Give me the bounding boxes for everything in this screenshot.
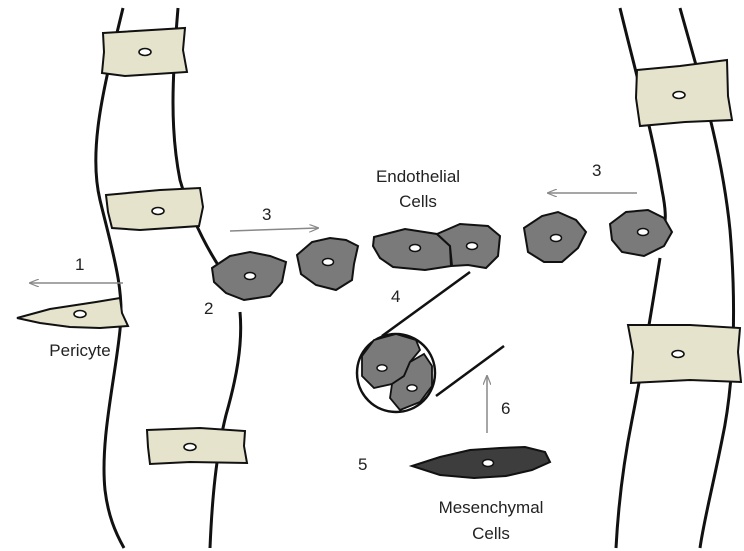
pericyte-left-top [102, 28, 187, 76]
tube-lower-line [436, 346, 504, 396]
mesenchymal-cell [412, 447, 550, 478]
step-number-4: 4 [391, 287, 400, 306]
step-number-5: 5 [358, 455, 367, 474]
endothelial-label-line1: Endothelial [376, 167, 460, 186]
detached-pericyte [17, 298, 128, 328]
pericyte-left-bottom [147, 428, 247, 464]
step-number-6: 6 [501, 399, 510, 418]
mesenchymal-label-line2: Cells [472, 524, 510, 543]
endothelial-cells [212, 210, 672, 300]
mesenchymal-label-line1: Mesenchymal [439, 498, 544, 517]
pericyte-right-bottom [628, 325, 741, 383]
arrow-3-left [230, 228, 318, 231]
vessel-cross-section [357, 272, 504, 412]
step-number-3-left: 3 [262, 205, 271, 224]
step-number-3-right: 3 [592, 161, 601, 180]
right-vessel-inner-wall-lower [616, 258, 660, 548]
endothelial-label-line2: Cells [399, 192, 437, 211]
pericyte-right-top [636, 60, 732, 126]
endothelial-cell-5 [524, 212, 586, 262]
step-number-1: 1 [75, 255, 84, 274]
endothelial-cell-1 [212, 252, 286, 300]
pericyte-left-middle [106, 188, 203, 230]
endothelial-cell-2 [297, 238, 358, 290]
pericyte-label: Pericyte [49, 341, 110, 360]
left-vessel-outer-wall [96, 8, 124, 548]
endothelial-cell-6 [610, 210, 672, 256]
step-number-2: 2 [204, 299, 213, 318]
